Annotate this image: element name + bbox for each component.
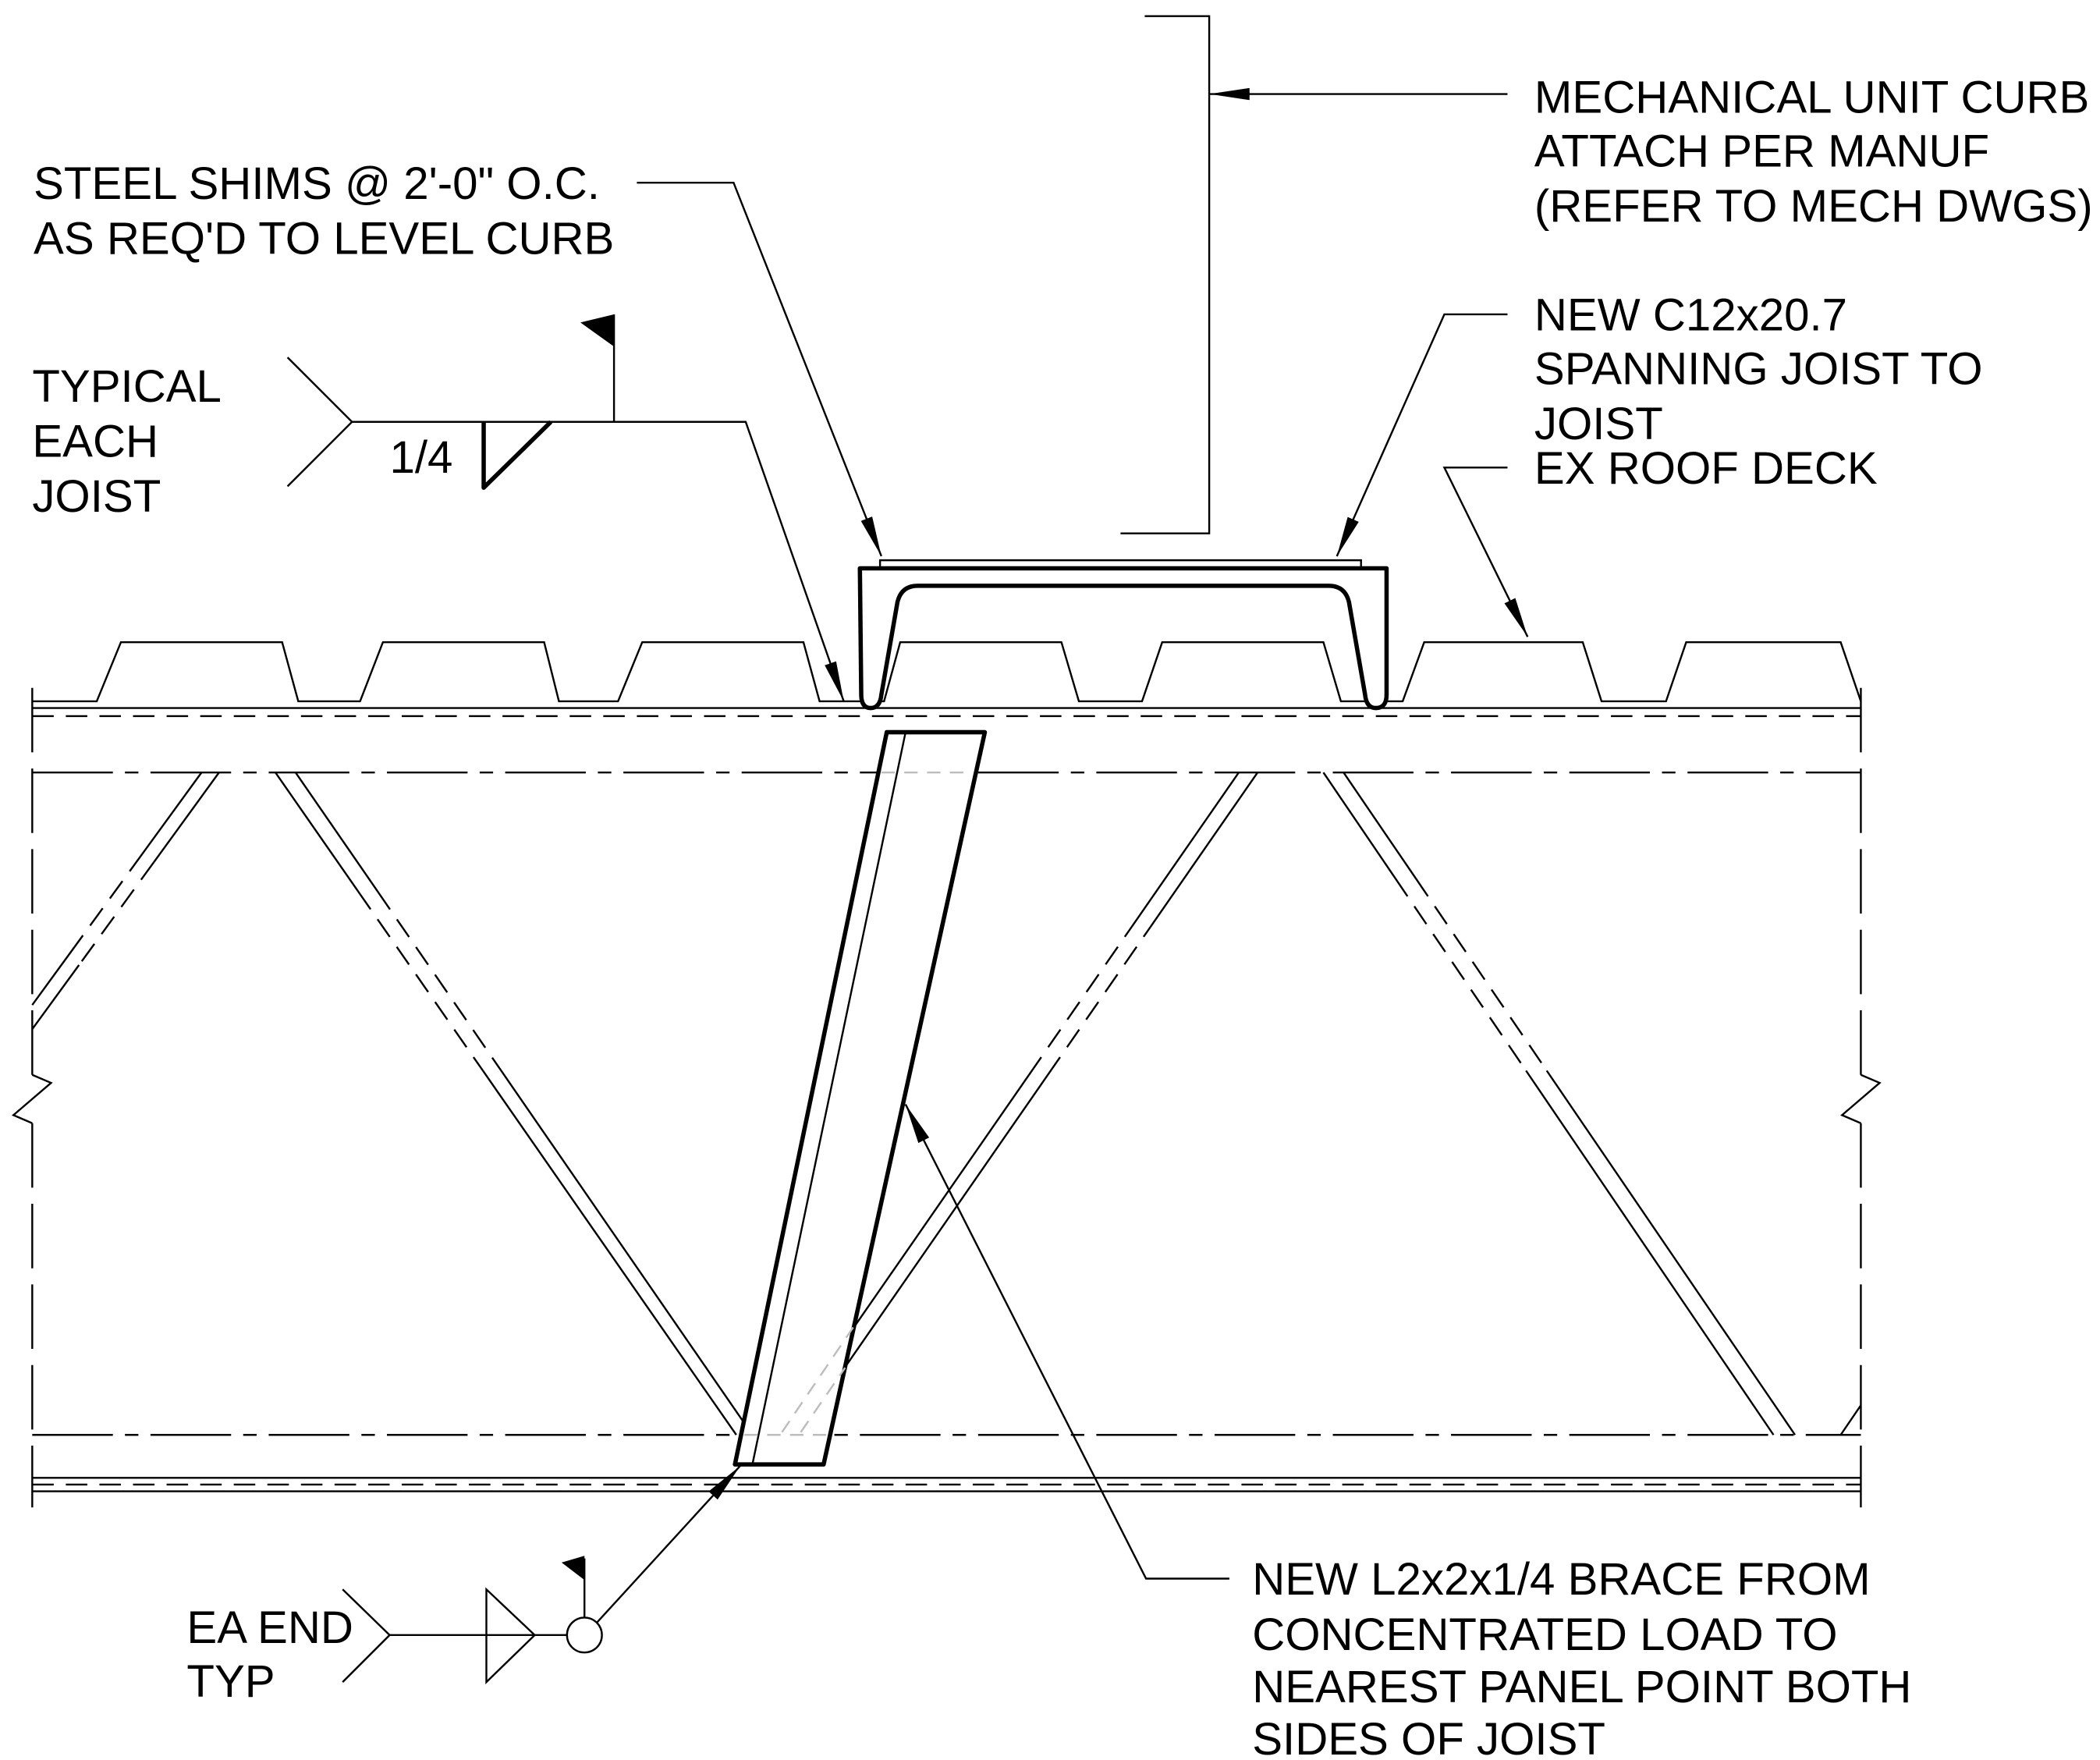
roof-deck-profile [32,640,1862,703]
label-roof-deck: EX ROOF DECK [1534,443,1878,494]
label-line: SPANNING JOIST TO [1534,344,1983,395]
fillet-weld-both-sides-icon [485,1587,537,1684]
hidden-web-line [800,1367,846,1433]
weld-arrow-line [595,1465,741,1624]
web-line [1525,1070,1775,1435]
label-line: NEW L2x2x1/4 BRACE FROM [1252,1554,1870,1605]
channel-c12x20-7 [857,566,1389,711]
label-line: JOIST [32,471,161,522]
web-line [482,1070,737,1435]
label-line: SIDES OF JOIST [1252,1714,1605,1760]
label-line: TYP [186,1656,275,1707]
web-line [141,772,203,855]
left-break-zigzag [11,1073,53,1124]
label-line: TYPICAL [32,361,222,412]
label-channel: NEW C12x20.7 SPANNING JOIST TO JOIST [1534,290,1983,449]
label-brace: NEW L2x2x1/4 BRACE FROM CONCENTRATED LOA… [1252,1554,1911,1760]
label-line: MECHANICAL UNIT CURB [1534,73,2090,123]
web-line [294,772,379,892]
angle-brace [733,729,988,1467]
web-line [1028,926,1133,1076]
steel-shim-plate [878,559,1362,569]
web-line [1047,926,1151,1076]
field-weld-flag-icon [561,1556,585,1581]
leader-brace [904,1104,1229,1580]
bottom-chord [32,1434,1861,1492]
field-weld-flag-icon [580,314,615,347]
web-line [1130,772,1240,928]
right-break-zigzag [1840,1073,1882,1124]
web-line [78,861,155,966]
label-line: ATTACH PER MANUF [1534,126,1989,177]
web-line [1545,1070,1797,1435]
leader-steel-shims [637,182,882,557]
web-line [357,891,484,1072]
label-mechanical-curb: MECHANICAL UNIT CURB ATTACH PER MANUF (R… [1534,73,2093,232]
label-line: CONCENTRATED LOAD TO [1252,1609,1837,1660]
top-chord [32,707,1861,774]
web-line [153,772,220,864]
angle-brace-leg-line [751,732,907,1465]
weld-symbol-each-end [342,1465,741,1684]
label-line: NEW C12x20.7 [1534,290,1847,341]
web-line [73,853,144,948]
web-line [31,946,76,1006]
web-line [31,964,80,1030]
web-line [500,1070,754,1435]
web-line [275,772,360,892]
weld-symbol-typical [286,314,845,702]
label-typical-weld: TYPICAL EACH JOIST [32,361,222,522]
leader-roof-deck [1442,467,1529,637]
label-line: JOIST [1534,399,1663,449]
label-line: NEAREST PANEL POINT BOTH [1252,1662,1911,1712]
weld-tail [286,357,353,488]
web-line [1149,772,1259,928]
web-line [1414,878,1548,1072]
label-line: AS REQ'D TO LEVEL CURB [34,213,614,264]
web-member-right-stub [1839,1404,1862,1435]
label-end-weld: EA END TYP [186,1602,353,1707]
leader-channel [1336,313,1508,557]
web-member-left [31,772,220,1030]
web-line [1322,772,1396,879]
hidden-lines-behind-brace [744,772,973,1436]
weld-size-label: 1/4 [389,432,452,483]
right-break-line [1840,687,1882,1508]
mechanical-unit-curb [1120,15,1211,534]
web-line [377,891,502,1072]
label-steel-shims: STEEL SHIMS @ 2'-0" O.C. AS REQ'D TO LEV… [34,158,614,264]
web-member-b [275,772,754,1435]
web-line [1343,772,1417,879]
label-line: EA END [186,1602,353,1653]
label-line: STEEL SHIMS @ 2'-0" O.C. [34,158,600,209]
label-line: EACH [32,417,158,467]
label-line: (REFER TO MECH DWGS) [1534,181,2093,232]
fillet-weld-icon [481,420,553,490]
web-member-d [1322,772,1797,1435]
web-line [1394,878,1527,1072]
left-break-line [11,687,53,1508]
